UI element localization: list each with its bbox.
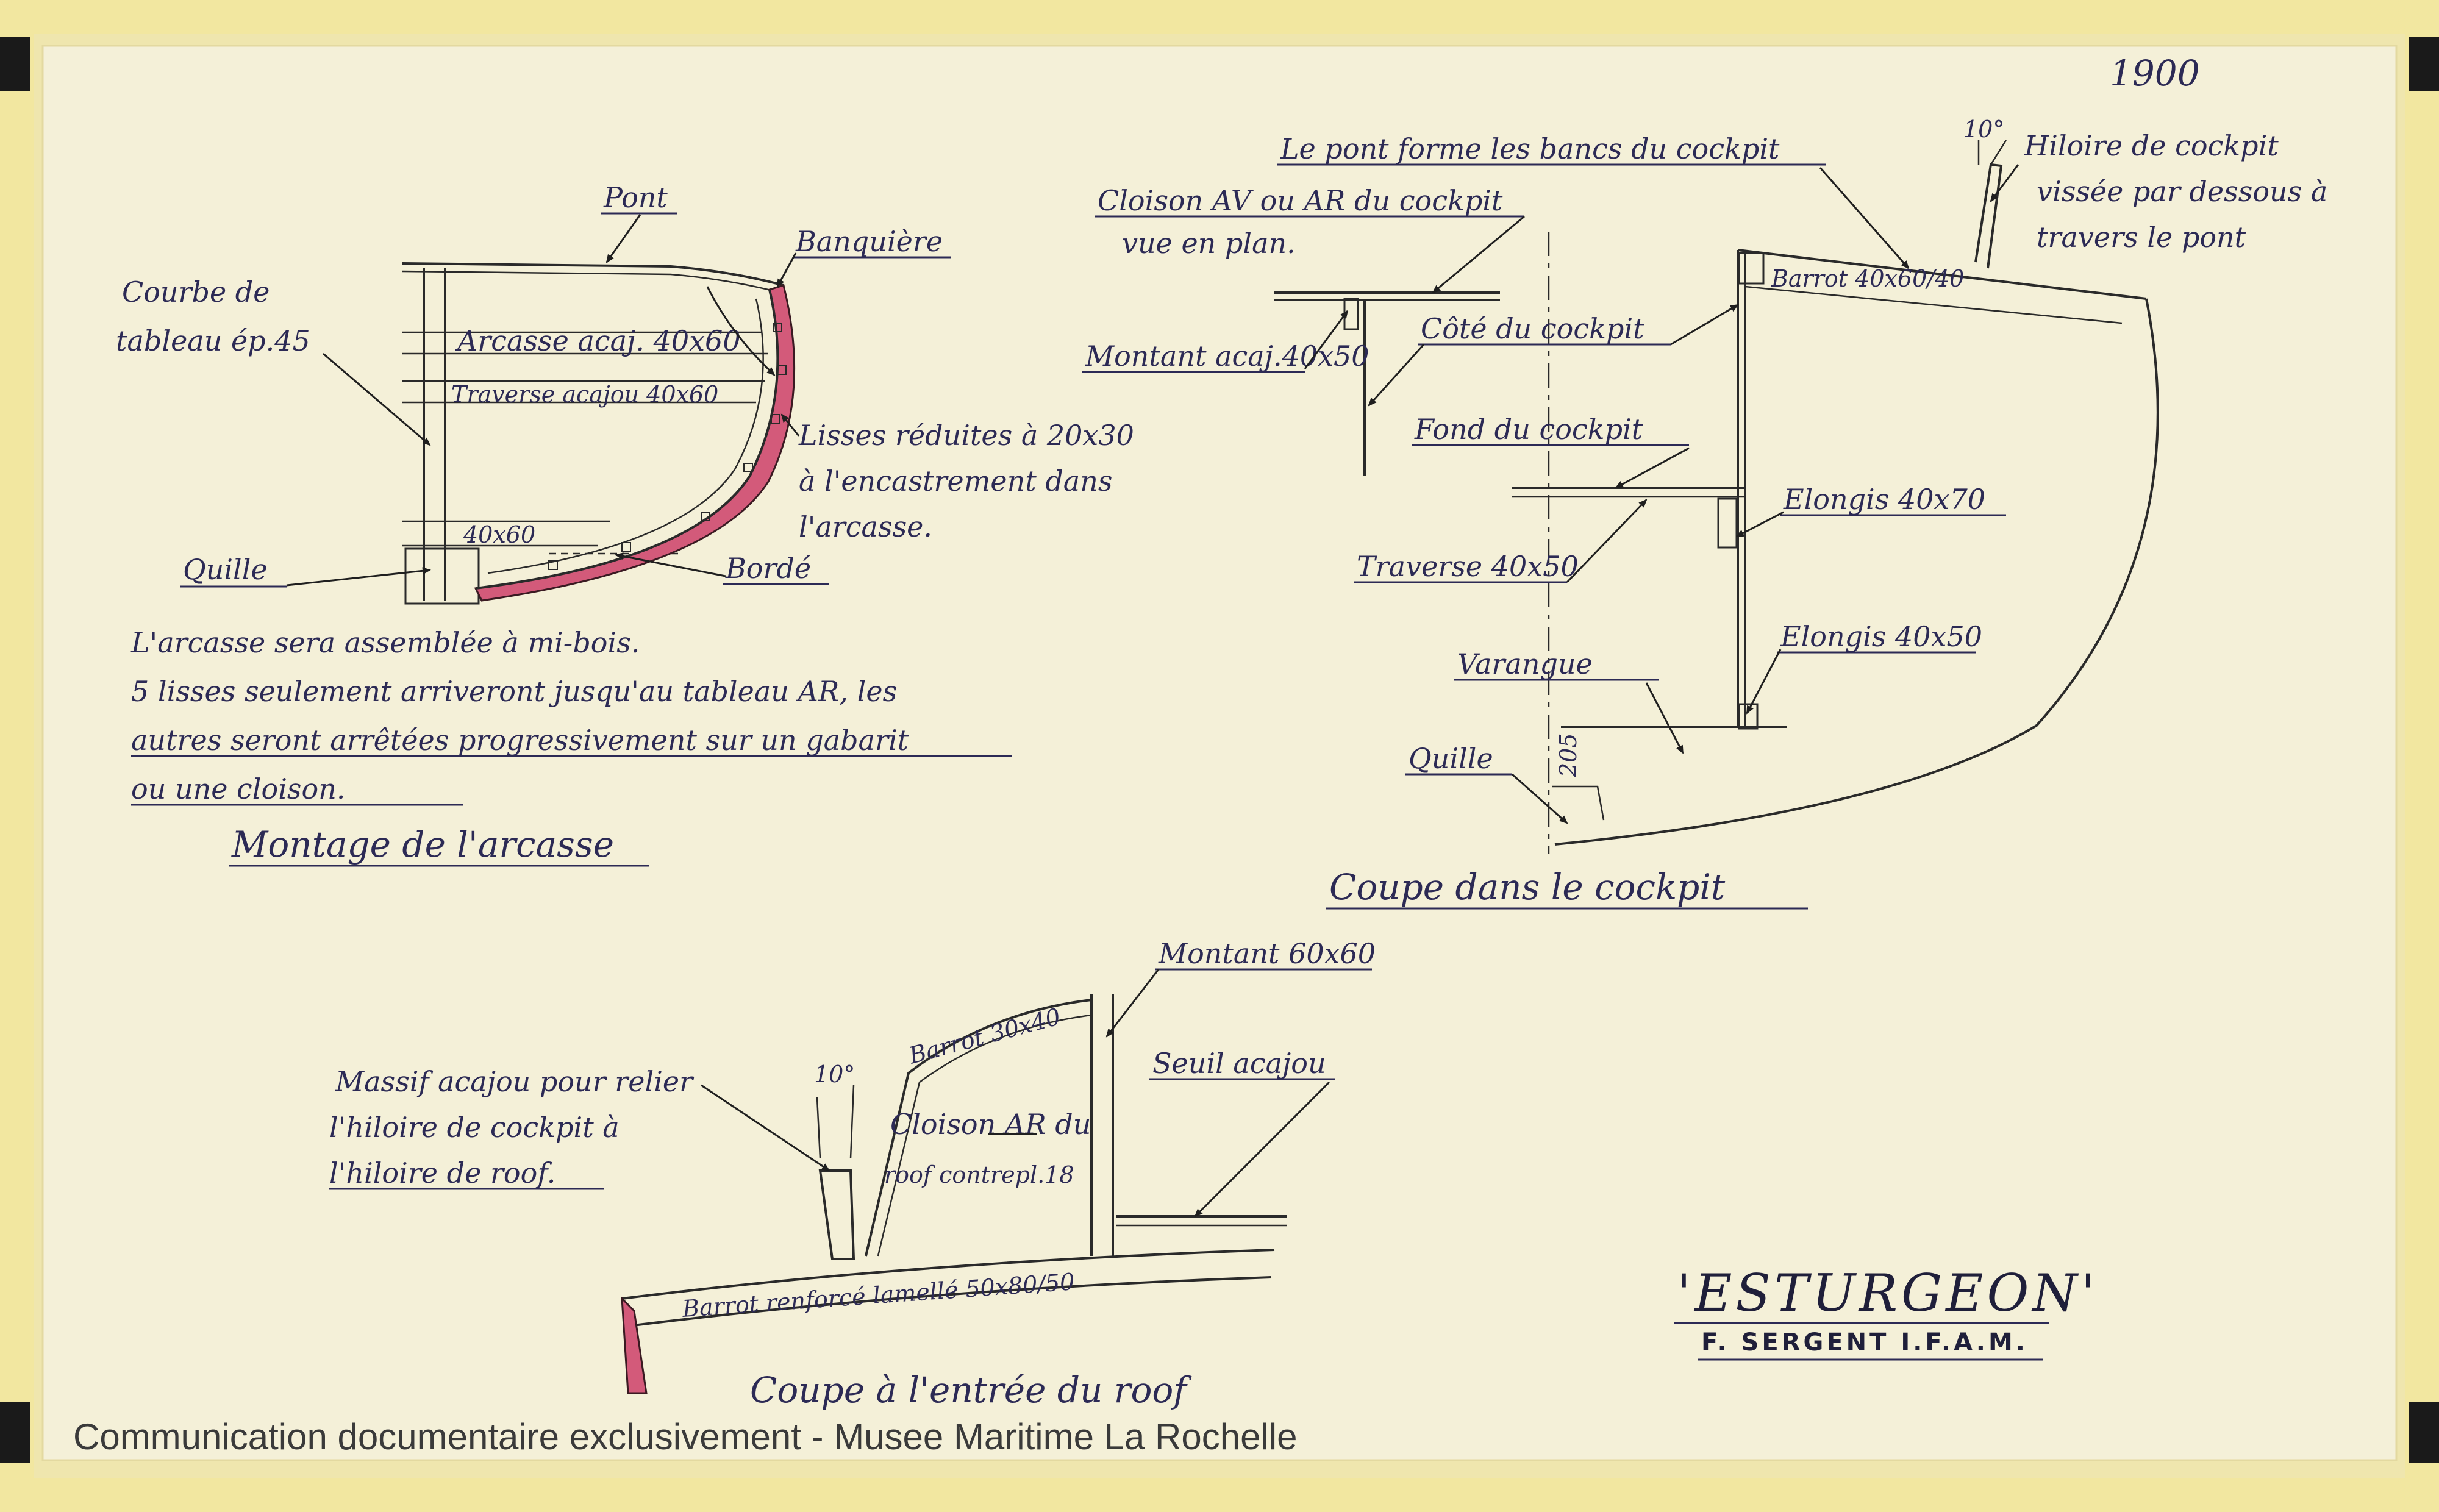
label-seuil: Seuil acajou: [1152, 1047, 1326, 1080]
label-arcasse: Arcasse acaj. 40x60: [455, 324, 741, 357]
montage-note-2: 5 lisses seulement arriveront jusqu'au t…: [131, 675, 897, 708]
label-elongis2: Elongis 40x50: [1780, 620, 1982, 653]
label-fond: Fond du cockpit: [1414, 413, 1643, 446]
label-banquiere: Banquière: [795, 225, 943, 258]
label-traverse-cockpit: Traverse 40x50: [1357, 550, 1579, 583]
label-barrot: Barrot 40x60/40: [1771, 265, 1964, 292]
sheet-number: 1900: [2110, 52, 2200, 94]
title-montage: Montage de l'arcasse: [231, 824, 614, 865]
label-borde: Bordé: [725, 552, 811, 585]
label-lisses-3: l'arcasse.: [799, 510, 932, 543]
label-cloison-1: Cloison AV ou AR du cockpit: [1098, 184, 1503, 217]
label-hiloire-2: vissée par dessous à: [2037, 175, 2327, 208]
label-cote: Côté du cockpit: [1421, 312, 1644, 345]
label-cloison-roof-1: Cloison AR du: [890, 1108, 1091, 1141]
label-massif-2: l'hiloire de cockpit à: [329, 1111, 620, 1144]
montage-note-4: ou une cloison.: [131, 772, 345, 805]
title-roof: Coupe à l'entrée du roof: [750, 1369, 1192, 1411]
cartouche: 'ESTURGEON' F. SERGENT I.F.A.M.: [1674, 1263, 2099, 1361]
footer-credit: Communication documentaire exclusivement…: [73, 1416, 1298, 1457]
montage-note-3: autres seront arrêtées progressivement s…: [131, 724, 909, 757]
label-cloison-2: vue en plan.: [1122, 227, 1296, 260]
label-courbe-1: Courbe de: [122, 276, 270, 308]
label-massif-3: l'hiloire de roof.: [329, 1157, 555, 1189]
title-cockpit: Coupe dans le cockpit: [1329, 866, 1726, 908]
label-hiloire-1: Hiloire de cockpit: [2024, 129, 2279, 162]
label-hiloire-3: travers le pont: [2037, 221, 2246, 254]
author: F. SERGENT I.F.A.M.: [1701, 1328, 2028, 1357]
label-traverse: Traverse acajou 40x60: [451, 381, 718, 408]
montage-arcasse-labels: Pont Banquière Courbe de tableau ép.45 A…: [116, 181, 1134, 867]
roof-planking: [621, 1296, 648, 1394]
label-lisses-2: à l'encastrement dans: [799, 465, 1112, 497]
label-elongis1: Elongis 40x70: [1783, 483, 1985, 516]
label-courbe-2: tableau ép.45: [116, 324, 310, 357]
label-quille-cockpit: Quille: [1409, 742, 1493, 775]
label-massif-1: Massif acajou pour relier: [335, 1065, 695, 1098]
montage-arcasse-drawing: [402, 262, 796, 605]
clip-bottom-right: [2409, 1402, 2439, 1463]
label-montant-roof: Montant 60x60: [1158, 937, 1376, 970]
label-varangue: Varangue: [1457, 647, 1593, 680]
label-quille: Quille: [183, 553, 268, 586]
label-pont: Pont: [603, 181, 668, 214]
label-cloison-roof-2: roof contrepl.18: [884, 1161, 1074, 1188]
label-roof-angle: 10°: [814, 1061, 855, 1088]
label-cockpit-dim: 205: [1555, 733, 1582, 778]
label-montant: Montant acaj.40x50: [1085, 340, 1369, 373]
coupe-cockpit-labels: Le pont forme les bancs du cockpit Hiloi…: [1082, 116, 2327, 910]
coupe-roof-drawing: [621, 994, 1287, 1394]
label-cockpit-angle: 10°: [1963, 116, 2004, 143]
clip-top-left: [0, 37, 30, 91]
vessel-name: 'ESTURGEON': [1677, 1263, 2099, 1323]
clip-bottom-left: [0, 1402, 30, 1463]
label-pont-forme: Le pont forme les bancs du cockpit: [1280, 132, 1780, 165]
clip-top-right: [2409, 37, 2439, 91]
label-lisses-1: Lisses réduites à 20x30: [798, 419, 1134, 452]
label-dim-40x60: 40x60: [463, 521, 535, 548]
montage-note-1: L'arcasse sera assemblée à mi-bois.: [130, 626, 640, 659]
